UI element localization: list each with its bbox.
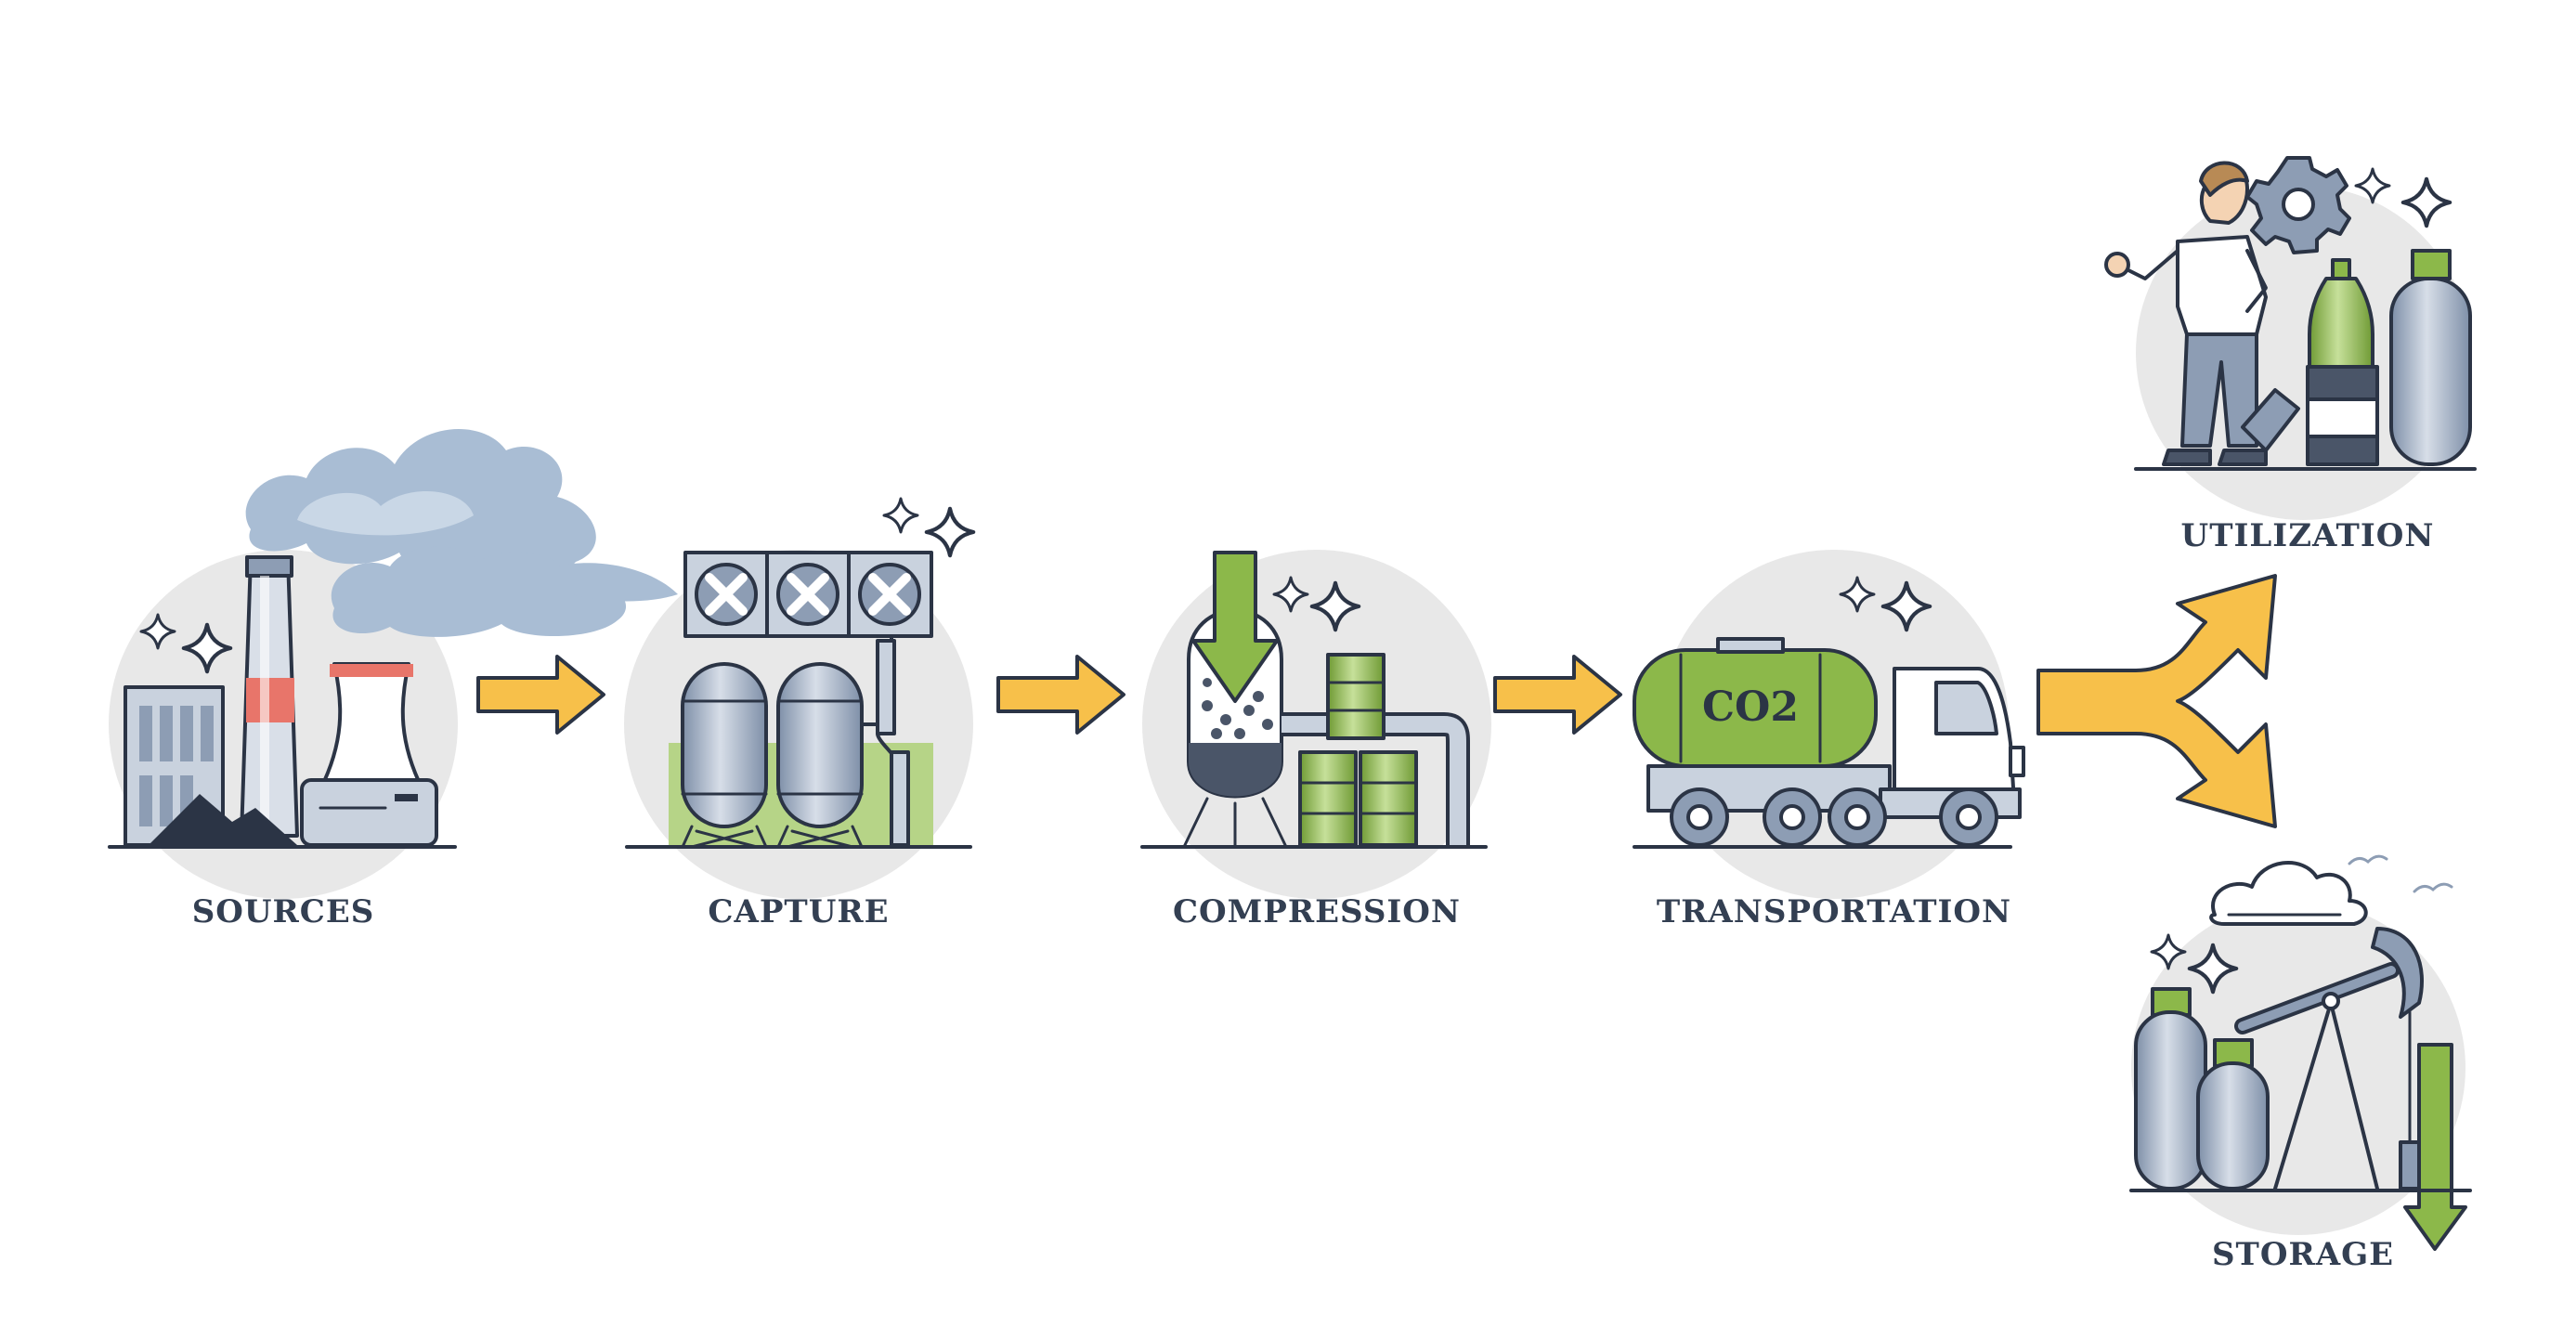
- smoke-cloud-icon: [245, 429, 678, 637]
- storage-cylinder-icon: [2196, 1038, 2270, 1190]
- sparkle-icon: [882, 497, 919, 534]
- stage-label-utilization: UTILIZATION: [2181, 517, 2435, 554]
- tank-label: CO2: [1702, 683, 1799, 731]
- cooling-tower-icon: [300, 662, 438, 847]
- chimney-icon: [240, 555, 299, 838]
- stage-label-capture: CAPTURE: [708, 893, 889, 930]
- worker-icon: [2104, 161, 2268, 466]
- capture-tank-icon: [681, 662, 768, 849]
- birds-icon: [2348, 854, 2453, 893]
- gear-icon: [2245, 156, 2351, 254]
- storage-stage: STORAGE: [2129, 854, 2472, 1273]
- sparkle-icon: [2403, 179, 2450, 226]
- storage-down-arrow-icon: [2403, 1043, 2467, 1251]
- pumpjack-icon: [2234, 927, 2424, 1190]
- stage-label-sources: SOURCES: [192, 893, 375, 930]
- flow-arrow-1: [476, 655, 605, 735]
- fan-unit-icon: [683, 551, 933, 638]
- sources-stage: SOURCES: [108, 429, 678, 930]
- gas-cylinder-icon: [2389, 249, 2472, 466]
- capture-tank-icon: [776, 662, 864, 849]
- bottle-icon: [2308, 258, 2374, 369]
- flow-arrow-3: [1493, 655, 1622, 735]
- stage-label-transportation: TRANSPORTATION: [1657, 893, 2011, 930]
- cloud-icon: [2209, 861, 2368, 926]
- utilization-stage: UTILIZATION: [2104, 156, 2477, 554]
- stacked-crates-icon: [2241, 365, 2379, 466]
- stage-label-compression: COMPRESSION: [1173, 893, 1461, 930]
- down-arrow-icon: [1191, 551, 1279, 703]
- coal-pile-icon: [149, 794, 297, 845]
- barrel-icon: [1298, 653, 1418, 847]
- sparkle-icon: [927, 509, 973, 555]
- co2-truck-icon: CO2: [1633, 637, 2025, 847]
- capture-stage: CAPTURE: [624, 497, 973, 930]
- transportation-stage: CO2 TRANSPORTATION: [1633, 550, 2025, 930]
- compression-stage: COMPRESSION: [1140, 550, 1491, 930]
- split-arrow-icon: [2036, 574, 2277, 828]
- storage-cylinder-icon: [2134, 987, 2207, 1190]
- flow-arrow-2: [996, 655, 1125, 735]
- stage-label-storage: STORAGE: [2212, 1236, 2394, 1273]
